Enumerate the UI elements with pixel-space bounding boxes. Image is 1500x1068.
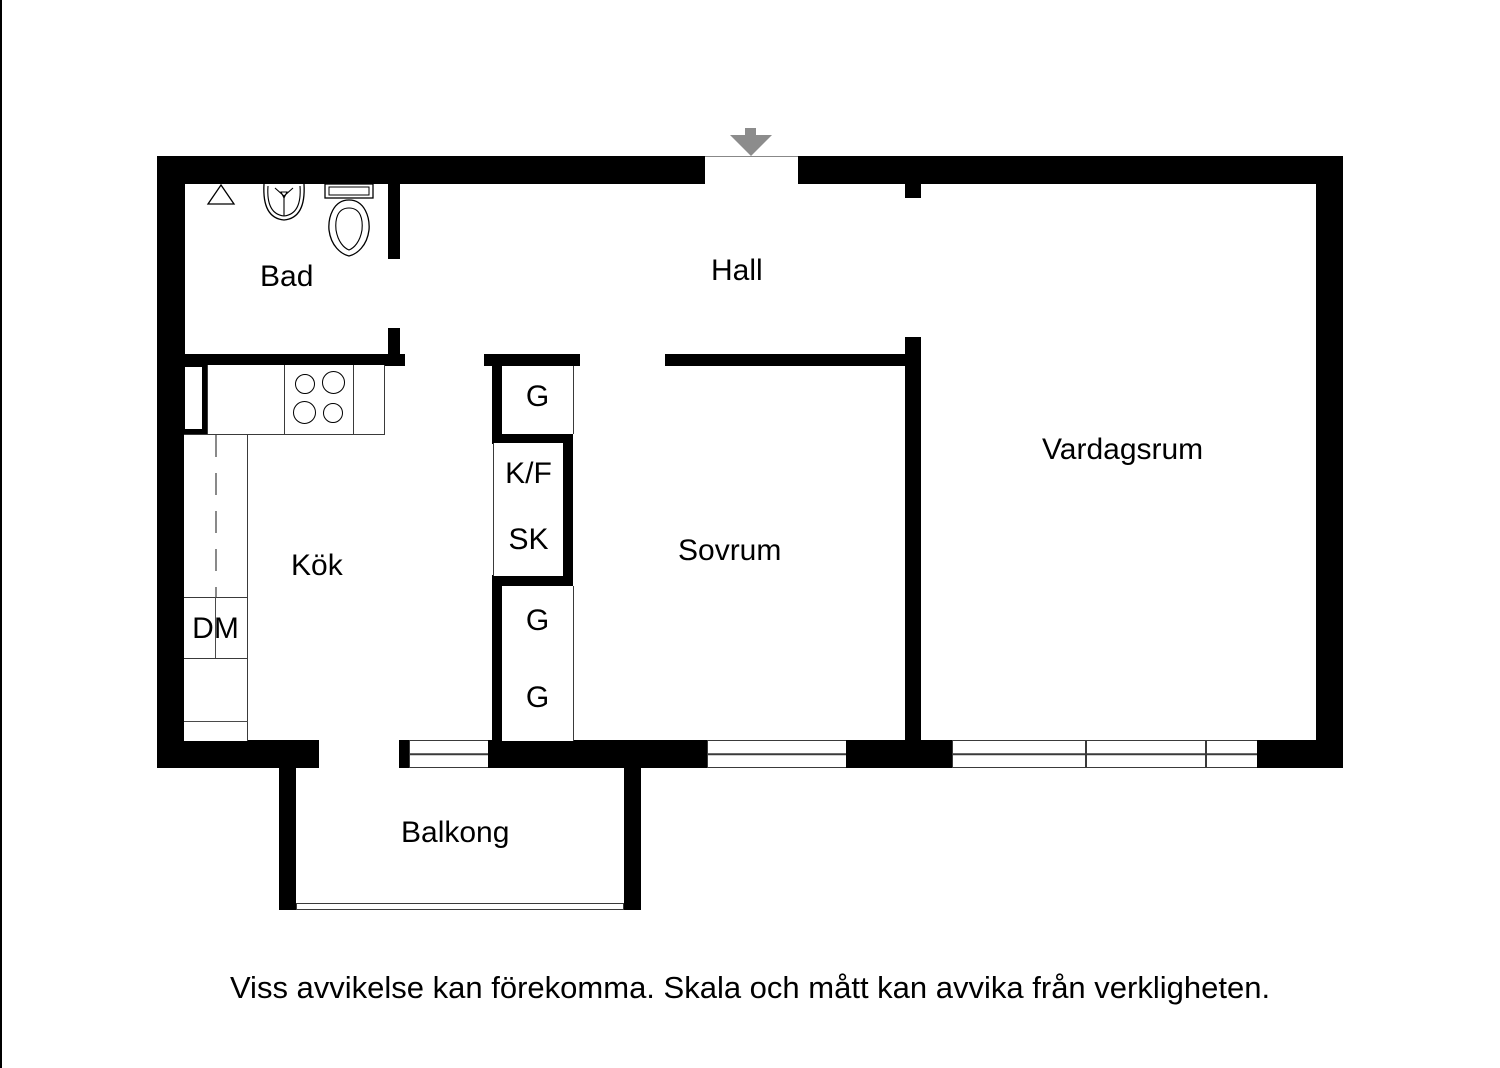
bath-kitchen-wall — [157, 354, 405, 366]
shower-drain-icon — [206, 183, 236, 205]
entrance-arrow-icon — [730, 128, 772, 156]
kitchen-cabinet-label: SK — [508, 523, 549, 556]
window-bedroom — [707, 740, 847, 768]
window-mullion — [1085, 741, 1087, 767]
room-label-sovrum: Sovrum — [678, 534, 782, 567]
outer-wall-right — [1316, 156, 1343, 768]
disclaimer-text: Viss avvikelse kan förekomma. Skala och … — [229, 970, 1271, 1005]
stove-burner-icon — [293, 401, 316, 424]
closet-bottom: G — [502, 661, 574, 741]
closet-top-label: G — [525, 380, 550, 413]
closet-column-left-wall-upper — [492, 366, 503, 436]
outer-wall-bottom-kitchen-window-jamb — [399, 740, 409, 768]
closet-bottom-label: G — [525, 681, 550, 714]
room-label-bad: Bad — [260, 260, 314, 293]
closet-mid-label: G — [525, 604, 550, 637]
balcony-wall-right — [624, 768, 641, 910]
window-living-room — [952, 740, 1258, 768]
closet-column-right-wall — [562, 432, 573, 586]
room-label-kok: Kök — [291, 549, 343, 582]
counter-bottom-line — [184, 721, 248, 723]
balcony-wall-left — [279, 768, 296, 910]
room-label-balkong: Balkong — [401, 816, 510, 849]
kitchen-niche — [185, 367, 202, 429]
outer-wall-bottom-right — [1257, 740, 1343, 768]
bedroom-living-room-wall — [905, 337, 921, 742]
counter-dashed-line — [215, 435, 217, 600]
page-left-border — [0, 0, 2, 1068]
dishwasher: DM — [184, 597, 248, 659]
fridge-freezer: K/F — [493, 443, 563, 510]
dishwasher-label: DM — [192, 612, 239, 645]
living-room-wall-stub-top — [905, 183, 921, 198]
toilet-icon — [324, 183, 374, 257]
outer-wall-top-left — [157, 156, 705, 184]
closet-column-divider-1 — [492, 432, 573, 444]
room-label-vardagsrum: Vardagsrum — [1042, 433, 1204, 466]
sink-icon — [263, 183, 305, 221]
bath-wall-right-upper — [388, 183, 400, 259]
window-mullion — [1205, 741, 1207, 767]
dishwasher-divider — [215, 597, 217, 658]
bedroom-top-wall — [665, 354, 913, 366]
outer-wall-left — [157, 156, 185, 768]
outer-wall-bottom-closets — [488, 740, 708, 768]
room-label-hall: Hall — [711, 254, 763, 287]
closet-top: G — [502, 366, 574, 434]
outer-wall-bottom-kitchen — [157, 740, 319, 768]
closet-mid: G — [502, 586, 574, 662]
stove-burner-icon — [295, 374, 315, 394]
stove-burner-icon — [323, 403, 343, 423]
stove-burner-icon — [322, 371, 345, 394]
balcony-railing — [296, 903, 624, 910]
closet-column-left-wall-lower — [492, 575, 503, 742]
stove — [284, 365, 354, 435]
outer-wall-top-right — [798, 156, 1343, 184]
closet-block-top-wall — [484, 354, 580, 366]
window-kitchen — [409, 740, 489, 768]
fridge-freezer-label: K/F — [505, 457, 552, 490]
closet-column-divider-2 — [492, 575, 573, 587]
entrance-door-threshold — [705, 156, 798, 157]
outer-wall-bottom-mid — [846, 740, 953, 768]
kitchen-cabinet: SK — [493, 509, 563, 576]
